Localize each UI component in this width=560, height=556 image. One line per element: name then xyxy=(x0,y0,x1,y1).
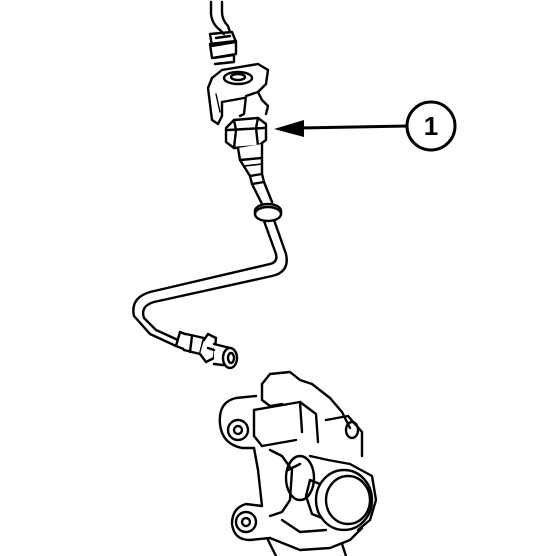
main-tube-bends xyxy=(132,218,288,348)
callout-arrow xyxy=(274,120,410,137)
lower-fitting xyxy=(174,330,239,370)
callout-1 xyxy=(405,100,457,152)
main-tube-upper xyxy=(250,180,274,206)
tube-grommet xyxy=(253,202,283,223)
tapered-sleeve xyxy=(238,156,266,186)
upper-fitting xyxy=(208,30,238,66)
upper-tube xyxy=(209,0,232,36)
callout-1-label: 1 xyxy=(424,111,438,141)
pump-housing xyxy=(218,370,378,556)
hex-fitting xyxy=(224,116,268,162)
mounting-bracket xyxy=(206,62,270,126)
